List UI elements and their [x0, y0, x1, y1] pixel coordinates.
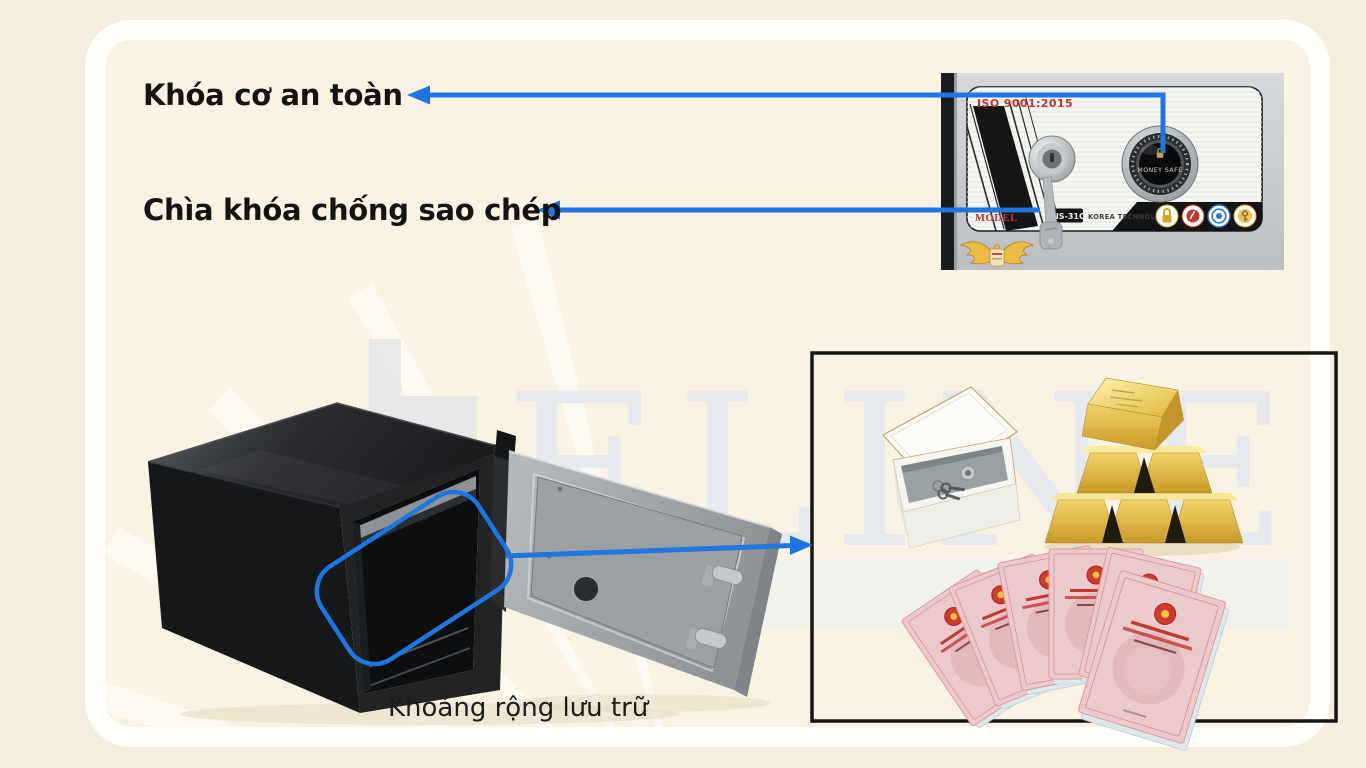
- rounded-frame: [85, 20, 1330, 747]
- callout-anti-copy-key: Chìa khóa chống sao chép: [143, 193, 562, 227]
- callout-mechanical-lock: Khóa cơ an toàn: [143, 78, 403, 112]
- callout-storage-space: Khoảng rộng lưu trữ: [388, 693, 649, 723]
